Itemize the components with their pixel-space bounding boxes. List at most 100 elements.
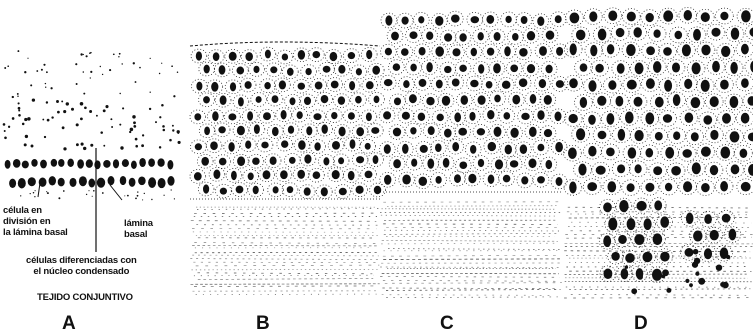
- basal-lamina-label-line-1: lámina: [124, 218, 153, 229]
- nucleus: [653, 166, 662, 175]
- connective-fiber: [194, 213, 379, 214]
- dividing-cell-label-line-3: la lámina basal: [3, 227, 68, 238]
- connective-fiber: [382, 288, 558, 289]
- nucleus: [611, 252, 619, 261]
- nucleus: [664, 80, 672, 92]
- nucleus: [218, 126, 225, 133]
- nucleus: [530, 94, 537, 104]
- nucleus: [729, 229, 737, 241]
- nucleus: [555, 15, 562, 23]
- sparse-dot: [83, 54, 84, 55]
- nucleus: [374, 96, 380, 103]
- nucleus: [289, 157, 296, 164]
- nucleus: [402, 16, 409, 24]
- basal-nucleus: [13, 159, 21, 168]
- nucleus: [272, 95, 279, 103]
- nucleus: [204, 65, 210, 74]
- scattered-nucleus: [159, 116, 161, 118]
- nucleus: [458, 128, 467, 136]
- nucleus: [606, 147, 615, 156]
- basal-nucleus: [157, 158, 164, 167]
- nucleus: [366, 81, 374, 89]
- nucleus: [701, 183, 710, 192]
- nucleus: [616, 28, 625, 37]
- nucleus: [393, 128, 401, 137]
- connective-fiber: [192, 255, 379, 256]
- connective-fiber: [384, 233, 559, 234]
- sparse-dot: [171, 189, 172, 190]
- sparse-dot: [75, 63, 77, 65]
- connective-fiber: [191, 221, 376, 222]
- scattered-nucleus: [172, 125, 174, 127]
- invading-nucleus: [693, 249, 699, 255]
- nucleus: [710, 165, 718, 175]
- scattered-nucleus: [100, 131, 103, 134]
- connective-fiber: [566, 255, 746, 256]
- basal-nucleus: [131, 161, 137, 169]
- scattered-nucleus: [44, 136, 46, 138]
- nucleus: [618, 129, 625, 141]
- nucleus: [229, 52, 237, 61]
- nucleus: [519, 48, 528, 57]
- nucleus: [671, 166, 681, 176]
- sparse-dot: [46, 71, 48, 73]
- basal-nucleus: [88, 179, 95, 188]
- sparse-dot: [30, 84, 32, 86]
- basal-nucleus: [58, 159, 64, 167]
- nucleus: [606, 113, 614, 125]
- scattered-nucleus: [103, 109, 106, 112]
- scattered-nucleus: [51, 116, 53, 118]
- sparse-dot: [177, 72, 178, 73]
- nucleus: [298, 140, 306, 150]
- nucleus: [589, 11, 597, 21]
- nucleus: [428, 126, 435, 135]
- basal-nucleus: [31, 159, 37, 167]
- nucleus: [313, 113, 321, 120]
- basal-nucleus: [9, 179, 16, 188]
- nucleus: [701, 80, 710, 92]
- scattered-nucleus: [130, 128, 134, 132]
- nucleus: [646, 46, 655, 55]
- scattered-nucleus: [90, 144, 93, 147]
- sparse-dot: [43, 64, 45, 66]
- nucleus: [281, 140, 288, 147]
- nucleus: [673, 131, 680, 140]
- scattered-nucleus: [32, 98, 35, 101]
- nucleus: [495, 159, 503, 169]
- nucleus: [645, 148, 653, 157]
- nucleus: [691, 97, 701, 108]
- nucleus: [711, 28, 720, 37]
- scattered-nucleus: [111, 126, 113, 128]
- nucleus: [627, 218, 636, 230]
- scattered-nucleus: [159, 146, 161, 148]
- scattered-nucleus: [122, 107, 124, 109]
- scattered-nucleus: [47, 119, 50, 122]
- sparse-dot: [139, 67, 141, 69]
- nucleus: [519, 78, 528, 87]
- nucleus: [402, 174, 411, 184]
- sparse-dot: [90, 71, 92, 73]
- invading-nucleus: [698, 278, 705, 285]
- invading-nucleus: [625, 266, 628, 269]
- nucleus: [722, 113, 731, 123]
- scattered-nucleus: [135, 138, 138, 141]
- sparse-dot: [142, 199, 143, 200]
- sparse-dot: [92, 196, 93, 197]
- sparse-dot: [102, 74, 103, 75]
- sparse-dot: [89, 52, 91, 54]
- basal-nucleus: [148, 158, 155, 167]
- connective-fiber: [194, 275, 374, 276]
- invading-nucleus: [726, 255, 730, 259]
- scattered-nucleus: [56, 100, 59, 103]
- nucleus: [580, 97, 587, 108]
- nucleus: [452, 79, 460, 87]
- nucleus: [470, 80, 478, 87]
- nucleus: [660, 252, 669, 262]
- scattered-nucleus: [80, 102, 84, 106]
- nucleus: [660, 216, 669, 227]
- sparse-dot: [35, 190, 36, 191]
- basal-nucleus: [122, 159, 129, 167]
- nucleus: [683, 181, 692, 192]
- scattered-nucleus: [110, 118, 112, 120]
- scattered-nucleus: [25, 135, 28, 138]
